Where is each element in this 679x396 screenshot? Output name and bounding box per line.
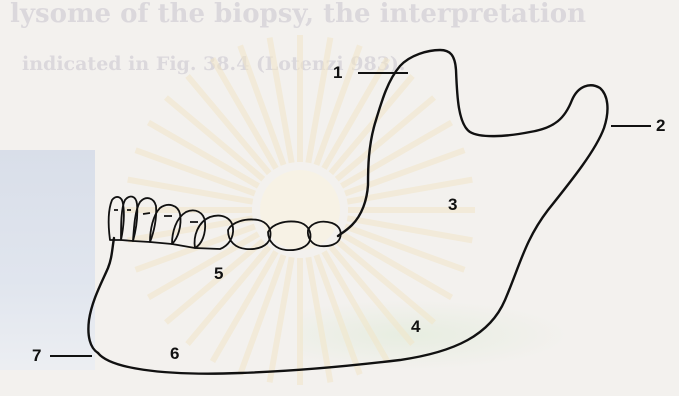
tooth-molar-2 <box>228 219 271 249</box>
tooth-molar-3 <box>268 221 311 250</box>
tooth-molar-4 <box>308 222 341 247</box>
mandible-outline <box>98 50 607 374</box>
label-6: 6 <box>170 345 179 362</box>
label-1: 1 <box>333 64 342 81</box>
label-5: 5 <box>214 265 223 282</box>
label-4: 4 <box>411 318 420 335</box>
mandible-chin-outline <box>88 238 114 353</box>
teeth-row <box>109 197 341 251</box>
label-3: 3 <box>448 196 457 213</box>
label-7: 7 <box>32 347 41 364</box>
tooth-premolar-2 <box>172 210 205 248</box>
label-2: 2 <box>656 117 665 134</box>
